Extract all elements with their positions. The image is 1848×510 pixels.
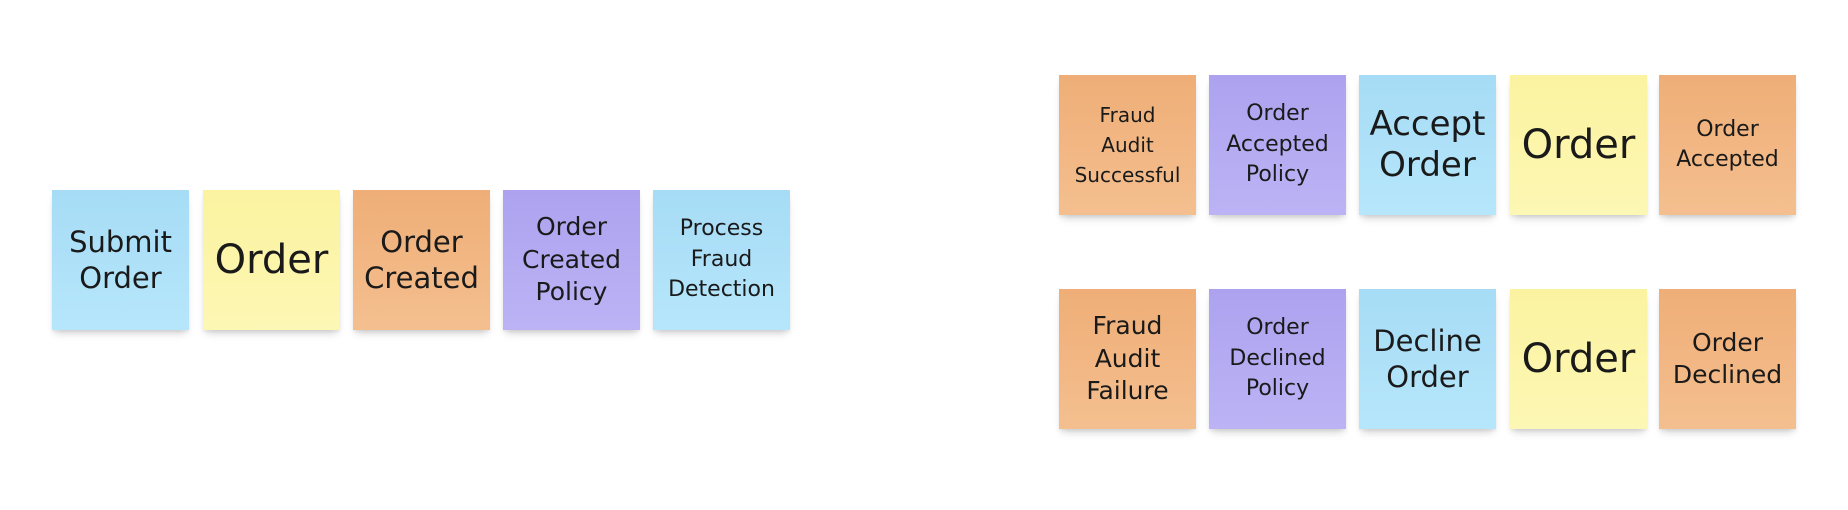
sticky-note-accept-order[interactable]: Accept Order: [1359, 75, 1496, 215]
sticky-note-submit-order[interactable]: Submit Order: [52, 190, 189, 330]
sticky-note-order-created[interactable]: Order Created: [353, 190, 490, 330]
sticky-note-text: Process Fraud Detection: [668, 216, 775, 303]
sticky-note-text: Fraud Audit Failure: [1086, 311, 1169, 406]
sticky-note-process-fraud-detection[interactable]: Process Fraud Detection: [653, 190, 790, 330]
sticky-note-order-declined-policy[interactable]: Order Declined Policy: [1209, 289, 1346, 429]
sticky-note-text: Order: [1521, 122, 1636, 168]
sticky-note-text: Accept Order: [1369, 104, 1486, 185]
sticky-note-text: Order Created: [364, 224, 479, 295]
sticky-note-order-aggregate[interactable]: Order: [1510, 289, 1647, 429]
sticky-note-text: Order Accepted: [1676, 116, 1779, 172]
sticky-note-order-created-policy[interactable]: Order Created Policy: [503, 190, 640, 330]
sticky-note-order-declined[interactable]: Order Declined: [1659, 289, 1796, 429]
sticky-note-text: Order Declined Policy: [1229, 315, 1326, 402]
sticky-note-text: Submit Order: [69, 224, 172, 295]
sticky-note-order-aggregate[interactable]: Order: [203, 190, 340, 330]
sticky-note-decline-order[interactable]: Decline Order: [1359, 289, 1496, 429]
sticky-note-order-aggregate[interactable]: Order: [1510, 75, 1647, 215]
sticky-note-text: Fraud Audit Successful: [1074, 103, 1181, 187]
sticky-note-text: Order Accepted Policy: [1226, 101, 1329, 188]
sticky-note-order-accepted[interactable]: Order Accepted: [1659, 75, 1796, 215]
sticky-note-text: Order: [1521, 336, 1636, 382]
sticky-note-text: Decline Order: [1373, 323, 1482, 394]
sticky-note-text: Order Created Policy: [522, 212, 621, 307]
sticky-note-fraud-audit-failure[interactable]: Fraud Audit Failure: [1059, 289, 1196, 429]
sticky-note-order-accepted-policy[interactable]: Order Accepted Policy: [1209, 75, 1346, 215]
sticky-note-text: Order: [214, 237, 329, 283]
sticky-note-fraud-audit-successful[interactable]: Fraud Audit Successful: [1059, 75, 1196, 215]
sticky-note-text: Order Declined: [1672, 327, 1783, 390]
